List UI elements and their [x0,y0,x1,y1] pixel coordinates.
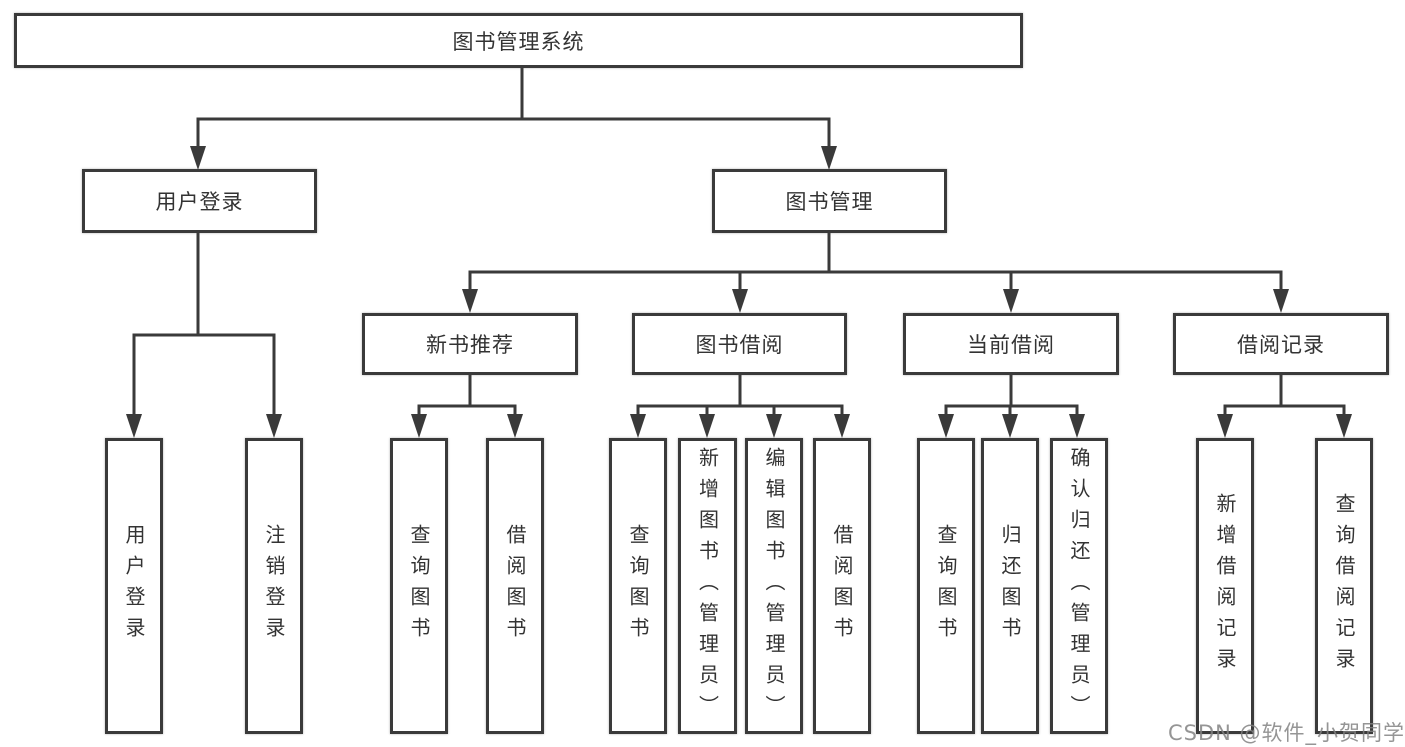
watermark: CSDN @软件_小贺同学 [1168,721,1405,745]
node-user-login: 用户登录 [82,169,317,233]
leaf-add-borrow-record: 新增借阅记录 [1196,438,1254,734]
leaf-borrow-book-recommend: 借阅图书 [486,438,544,734]
connector-current-borrow-children [938,375,1085,438]
leaf-edit-book-admin: 编辑图书（管理员） [745,438,803,734]
leaf-query-borrow-record: 查询借阅记录 [1315,438,1373,734]
node-current-borrow: 当前借阅 [903,313,1119,375]
node-book-borrow: 图书借阅 [632,313,847,375]
leaf-logout: 注销登录 [245,438,303,734]
leaf-borrow-book: 借阅图书 [813,438,871,734]
connector-book-borrow-children [630,375,850,438]
node-borrow-records: 借阅记录 [1173,313,1389,375]
leaf-user-login: 用户登录 [105,438,163,734]
leaf-query-book-borrow: 查询图书 [609,438,667,734]
leaf-query-book-recommend: 查询图书 [390,438,448,734]
leaf-return-book: 归还图书 [981,438,1039,734]
node-book-management: 图书管理 [712,169,947,233]
leaf-confirm-return-admin: 确认归还（管理员） [1050,438,1108,734]
connector-borrow-records-children [1217,375,1352,438]
node-new-book-recommend: 新书推荐 [362,313,578,375]
connector-book-management-children [462,232,1289,313]
leaf-query-book-current: 查询图书 [917,438,975,734]
connector-new-book-recommend-children [411,375,523,438]
connector-root-to-level2 [190,68,837,170]
connector-user-login-children [126,232,282,438]
node-root: 图书管理系统 [14,13,1023,68]
leaf-add-book-admin: 新增图书（管理员） [678,438,737,734]
